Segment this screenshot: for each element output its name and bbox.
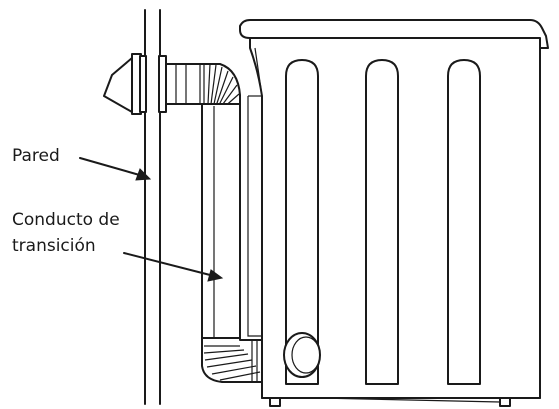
exhaust-hood (103, 53, 147, 115)
transition-duct (201, 103, 241, 341)
wall (144, 9, 161, 405)
wall-label: Pared (12, 146, 60, 166)
exhaust-outlet (283, 332, 321, 378)
lower-elbow (201, 337, 263, 383)
wall-flange (158, 55, 167, 113)
dryer-panel-2 (365, 59, 399, 385)
dryer-base (261, 397, 541, 407)
upper-duct (165, 63, 241, 111)
wall-arrow (79, 157, 152, 181)
dryer-panel-1 (285, 59, 319, 385)
dryer-panel-3 (447, 59, 481, 385)
transition-duct-label-line1: Conducto de (12, 210, 120, 230)
dryer-cabinet (239, 19, 549, 399)
transition-duct-arrow (123, 252, 224, 282)
transition-duct-label-line2: transición (12, 236, 96, 256)
